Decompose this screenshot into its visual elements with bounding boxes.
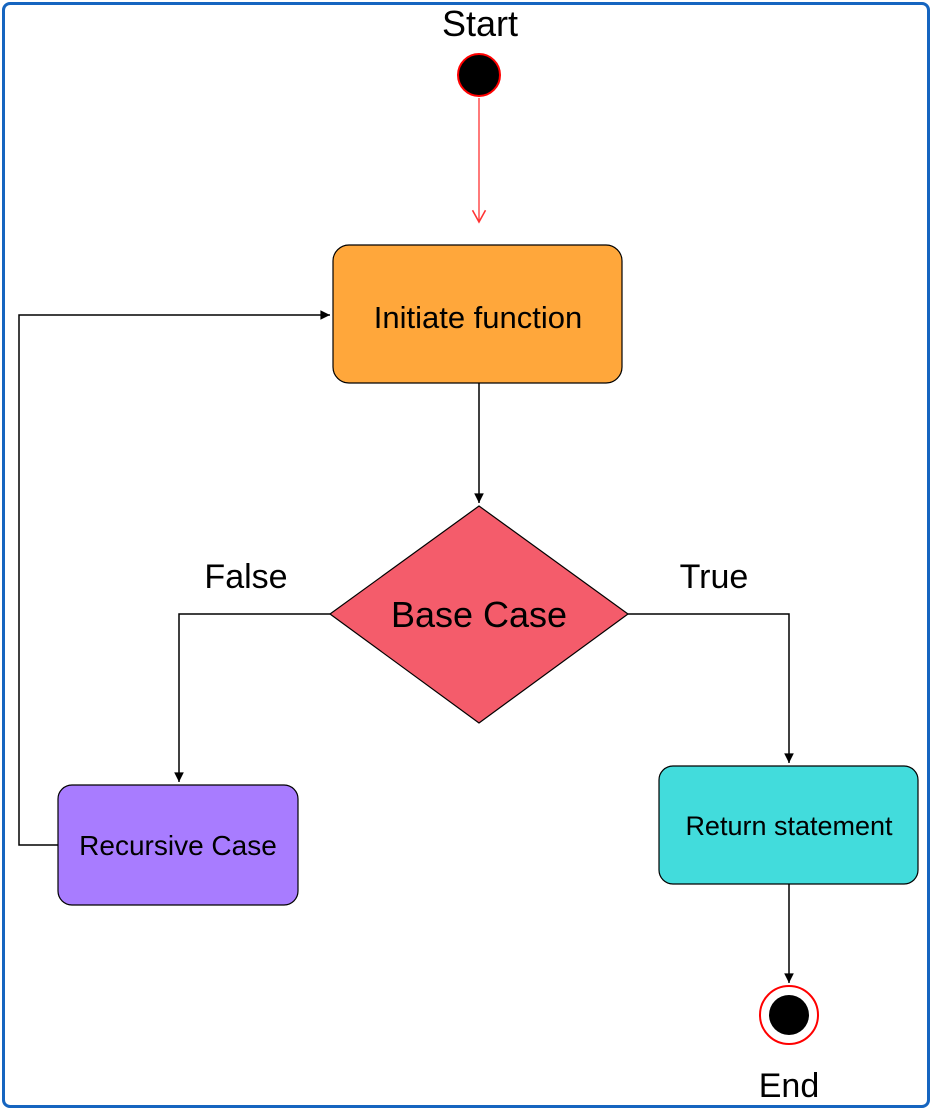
false-branch-label: False	[204, 558, 287, 596]
start-label: Start	[442, 3, 518, 44]
true-branch-label: True	[680, 558, 749, 596]
node-base-case[interactable]: Base Case	[328, 505, 630, 724]
end-node	[759, 985, 819, 1045]
edge-recursive-to-initiate	[18, 310, 330, 846]
return-statement-label: Return statement	[685, 811, 893, 841]
end-label: End	[759, 1067, 820, 1105]
initiate-function-label: Initiate function	[374, 300, 583, 335]
base-case-diamond	[328, 505, 630, 724]
edge-base-case-to-recursive	[174, 613, 330, 782]
node-initiate-function[interactable]: Initiate function	[332, 244, 623, 384]
initiate-function-box	[332, 244, 623, 384]
start-node	[457, 53, 501, 97]
edge-base-case-to-return	[628, 613, 794, 763]
end-node-core	[769, 995, 809, 1035]
node-recursive-case[interactable]: Recursive Case	[57, 784, 299, 906]
node-return-statement[interactable]: Return statement	[658, 765, 919, 885]
recursive-case-label: Recursive Case	[79, 830, 277, 861]
base-case-label: Base Case	[391, 594, 567, 635]
